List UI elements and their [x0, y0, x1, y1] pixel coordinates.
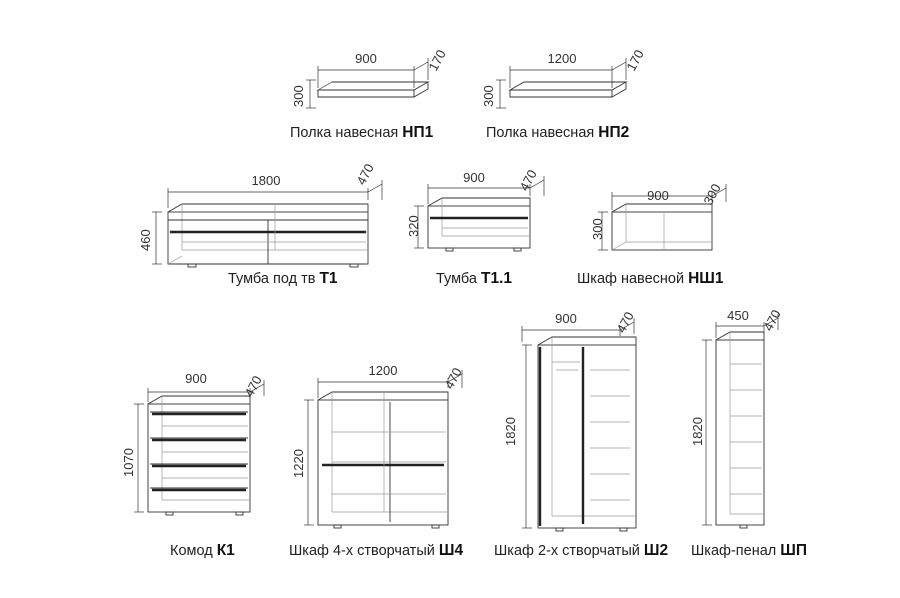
- caption-nsh1-code: НШ1: [688, 270, 724, 287]
- k1-height: 1070: [121, 448, 136, 477]
- t11-depth: 470: [516, 167, 539, 193]
- caption-np1-code: НП1: [402, 124, 434, 141]
- sh2-depth: 470: [613, 309, 636, 335]
- sh4-height: 1220: [291, 449, 306, 478]
- caption-np2-name: Полка навесная: [486, 125, 595, 141]
- sh2-height: 1820: [503, 417, 518, 446]
- item-shp: 450 470 1820: [690, 307, 784, 529]
- caption-nsh1-name: Шкаф навесной: [577, 271, 685, 287]
- k1-depth: 470: [241, 373, 264, 399]
- t1-depth: 470: [353, 161, 376, 187]
- sh4-width: 1200: [369, 363, 398, 378]
- caption-t1-name: Тумба под тв: [228, 271, 316, 287]
- caption-sh2: Шкаф 2-х створчатый Ш2: [494, 542, 668, 560]
- t1-height: 460: [138, 229, 153, 251]
- nsh1-depth: 300: [700, 181, 723, 207]
- np2-depth: 170: [623, 47, 646, 73]
- item-np1: 900 170 300: [291, 47, 449, 109]
- t1-width: 1800: [252, 173, 281, 188]
- caption-t11-code: Т1.1: [481, 270, 513, 287]
- shp-width: 450: [727, 308, 749, 323]
- caption-shp-code: ШП: [780, 542, 807, 559]
- caption-nsh1: Шкаф навесной НШ1: [577, 270, 724, 288]
- np1-height: 300: [291, 85, 306, 107]
- caption-k1-code: К1: [216, 542, 235, 559]
- caption-k1-name: Комод: [170, 543, 213, 559]
- item-nsh1: 900 300 300: [590, 181, 727, 251]
- sh4-depth: 470: [441, 365, 464, 391]
- caption-sh4-name: Шкаф 4-х створчатый: [289, 543, 435, 559]
- caption-sh4-code: Ш4: [438, 542, 464, 559]
- caption-sh2-code: Ш2: [643, 542, 669, 559]
- caption-sh2-name: Шкаф 2-х створчатый: [494, 543, 640, 559]
- nsh1-width: 900: [647, 188, 669, 203]
- caption-k1: Комод К1: [170, 542, 235, 560]
- caption-shp: Шкаф-пенал ШП: [691, 542, 807, 560]
- caption-np2: Полка навесная НП2: [486, 124, 629, 142]
- np2-height: 300: [481, 85, 496, 107]
- nsh1-height: 300: [590, 218, 605, 240]
- caption-shp-name: Шкаф-пенал: [691, 543, 777, 559]
- caption-t11: Тумба Т1.1: [436, 270, 512, 288]
- np2-width: 1200: [548, 51, 577, 66]
- item-np2: 1200 170 300: [481, 47, 647, 109]
- caption-t11-name: Тумба: [436, 271, 477, 287]
- t11-width: 900: [463, 170, 485, 185]
- item-k1: 900 470 1070: [121, 371, 265, 516]
- k1-width: 900: [185, 371, 207, 386]
- sh2-width: 900: [555, 311, 577, 326]
- caption-np2-code: НП2: [598, 124, 630, 141]
- item-t11: 900 470 320: [406, 167, 545, 252]
- np1-width: 900: [355, 51, 377, 66]
- caption-np1: Полка навесная НП1: [290, 124, 433, 142]
- np1-depth: 170: [425, 47, 448, 73]
- t11-height: 320: [406, 215, 421, 237]
- caption-np1-name: Полка навесная: [290, 125, 399, 141]
- caption-t1: Тумба под тв Т1: [228, 270, 338, 288]
- shp-height: 1820: [690, 417, 705, 446]
- item-sh2: 900 470 1820: [503, 309, 637, 532]
- caption-t1-code: Т1: [319, 270, 338, 287]
- caption-sh4: Шкаф 4-х створчатый Ш4: [289, 542, 463, 560]
- item-sh4: 1200 470 1220: [291, 363, 465, 529]
- item-t1: 1800 470 460: [138, 161, 383, 268]
